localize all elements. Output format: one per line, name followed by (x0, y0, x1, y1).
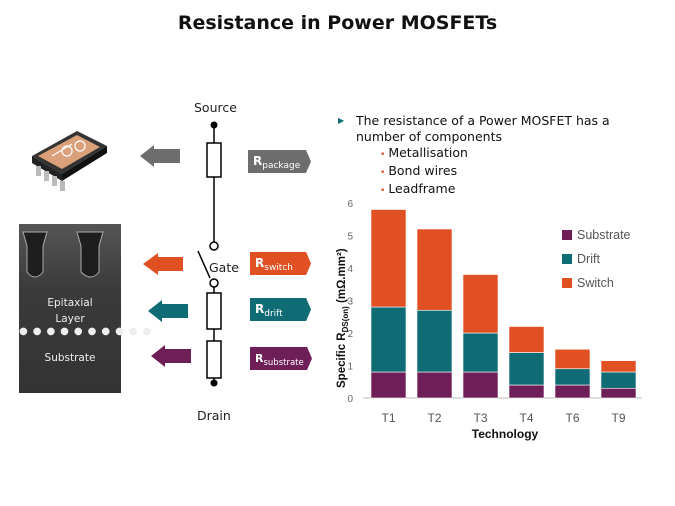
package-arrow-icon (140, 145, 180, 167)
r-substrate-tag: Rsubstrate (250, 347, 312, 370)
y-tick-label: 5 (347, 232, 353, 243)
layer-label: Layer (55, 313, 85, 325)
bar-substrate-T6 (554, 384, 591, 399)
bar-drift-T2 (416, 309, 453, 373)
x-axis-title: Technology (472, 427, 539, 441)
epitaxial-label: Epitaxial (47, 297, 93, 309)
r-switch-tag: Rswitch (250, 252, 311, 275)
x-tick-label: T6 (565, 411, 579, 425)
y-tick-label: 6 (347, 199, 353, 210)
bar-drift-T4 (508, 352, 545, 386)
legend-swatch-drift (562, 254, 572, 264)
bar-switch-T6 (554, 348, 591, 370)
circuit-schematic (197, 121, 222, 387)
bullet-main: ▶The resistance of a Power MOSFET has a … (338, 113, 610, 144)
drain-terminal-icon (210, 379, 218, 387)
y-tick-label: 3 (347, 297, 353, 308)
bullet-item: •Metallisation (380, 145, 468, 160)
legend-label: Substrate (577, 228, 631, 242)
y-axis-title: Specific RDS(on) (mΩ.mm²) (336, 248, 350, 388)
legend-label: Switch (577, 276, 614, 290)
bar-drift-T1 (370, 306, 407, 373)
arrows (140, 145, 191, 367)
substrate-arrow-icon (151, 345, 191, 367)
bar-substrate-T2 (416, 371, 453, 399)
switch-arrow-icon (143, 253, 183, 275)
drain-label: Drain (197, 408, 231, 423)
source-terminal-icon (210, 121, 218, 129)
drift-arrow-icon (148, 300, 188, 322)
y-tick-label: 1 (347, 362, 353, 373)
sem-cross-section-image: Epitaxial Layer ●●●●●●●●●● Substrate (19, 224, 157, 393)
bar-switch-T1 (370, 209, 407, 308)
y-tick-label: 4 (347, 264, 353, 275)
x-tick-label: T2 (427, 411, 441, 425)
r-drift-tag: Rdrift (250, 298, 311, 321)
source-label: Source (194, 100, 237, 115)
x-tick-label: T9 (611, 411, 625, 425)
layer-boundary-dots: ●●●●●●●●●● (19, 326, 157, 337)
mosfet-package-image (32, 131, 107, 191)
bar-drift-T3 (462, 332, 499, 373)
slide-title: Resistance in Power MOSFETs (177, 12, 498, 34)
bar-substrate-T4 (508, 384, 545, 399)
bullet-item: •Bond wires (380, 163, 458, 178)
bar-switch-T3 (462, 274, 499, 334)
bar-substrate-T1 (370, 371, 407, 399)
x-tick-label: T1 (381, 411, 395, 425)
bar-drift-T9 (600, 371, 637, 389)
y-tick-label: 0 (347, 394, 353, 405)
bar-switch-T9 (600, 360, 637, 373)
legend-swatch-switch (562, 278, 572, 288)
bar-substrate-T9 (600, 387, 637, 399)
bullet-item: •Leadframe (380, 181, 456, 196)
bullet-list: ▶The resistance of a Power MOSFET has a … (338, 113, 638, 199)
bar-switch-T2 (416, 228, 453, 311)
substrate-label: Substrate (44, 352, 96, 364)
r-package-tag: Rpackage (248, 150, 311, 173)
x-tick-label: T4 (519, 411, 533, 425)
bar-drift-T6 (554, 368, 591, 386)
legend-label: Drift (577, 252, 600, 266)
bar-substrate-T3 (462, 371, 499, 399)
legend-swatch-substrate (562, 230, 572, 240)
gate-label: Gate (209, 260, 239, 275)
x-tick-label: T3 (473, 411, 487, 425)
bar-switch-T4 (508, 326, 545, 353)
y-tick-label: 2 (347, 329, 353, 340)
